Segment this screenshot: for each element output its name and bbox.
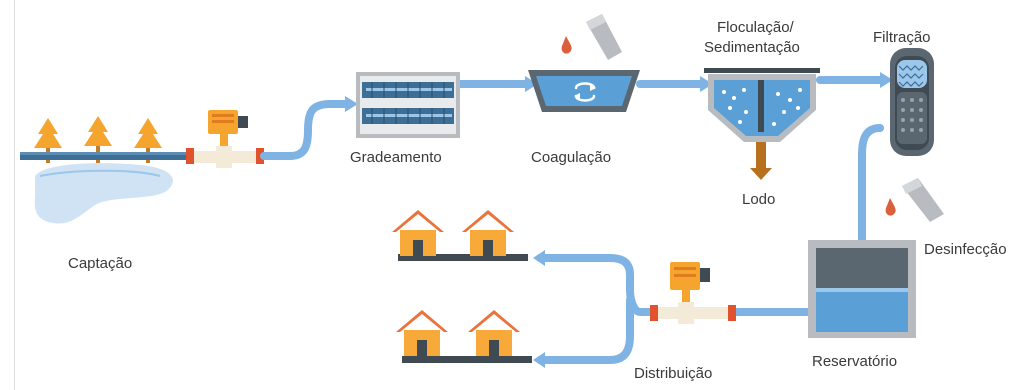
house-icon <box>392 210 444 256</box>
label-gradeamento: Gradeamento <box>350 149 442 166</box>
left-border <box>14 0 15 390</box>
lake-icon <box>34 163 173 224</box>
houses-top <box>392 210 528 261</box>
label-coagulacao: Coagulação <box>531 149 611 166</box>
chemical-dropper-icon <box>561 14 622 60</box>
label-desinfeccao: Desinfecção <box>924 241 1007 258</box>
distribution-pump-icon <box>650 262 736 324</box>
intake-pipe <box>20 152 190 160</box>
label-floculacao-line1: Floculação/ <box>717 19 795 36</box>
screen-icon <box>356 72 460 138</box>
label-reservatorio: Reservatório <box>812 353 897 370</box>
main-pipes <box>260 76 884 364</box>
label-captacao: Captação <box>68 255 132 272</box>
label-lodo: Lodo <box>742 191 775 208</box>
filter-icon <box>890 48 934 156</box>
reservoir-icon <box>808 240 916 338</box>
flocculation-tank-icon <box>704 68 820 180</box>
disinfection-dropper-icon <box>885 178 944 222</box>
houses-bottom <box>396 310 532 363</box>
label-floculacao-line2: Sedimentação <box>704 39 800 56</box>
label-filtracao: Filtração <box>873 29 931 46</box>
label-distribuicao: Distribuição <box>634 365 712 382</box>
trees-icon <box>34 116 162 163</box>
pump-icon <box>186 110 264 168</box>
coagulation-tank-icon <box>528 70 640 112</box>
